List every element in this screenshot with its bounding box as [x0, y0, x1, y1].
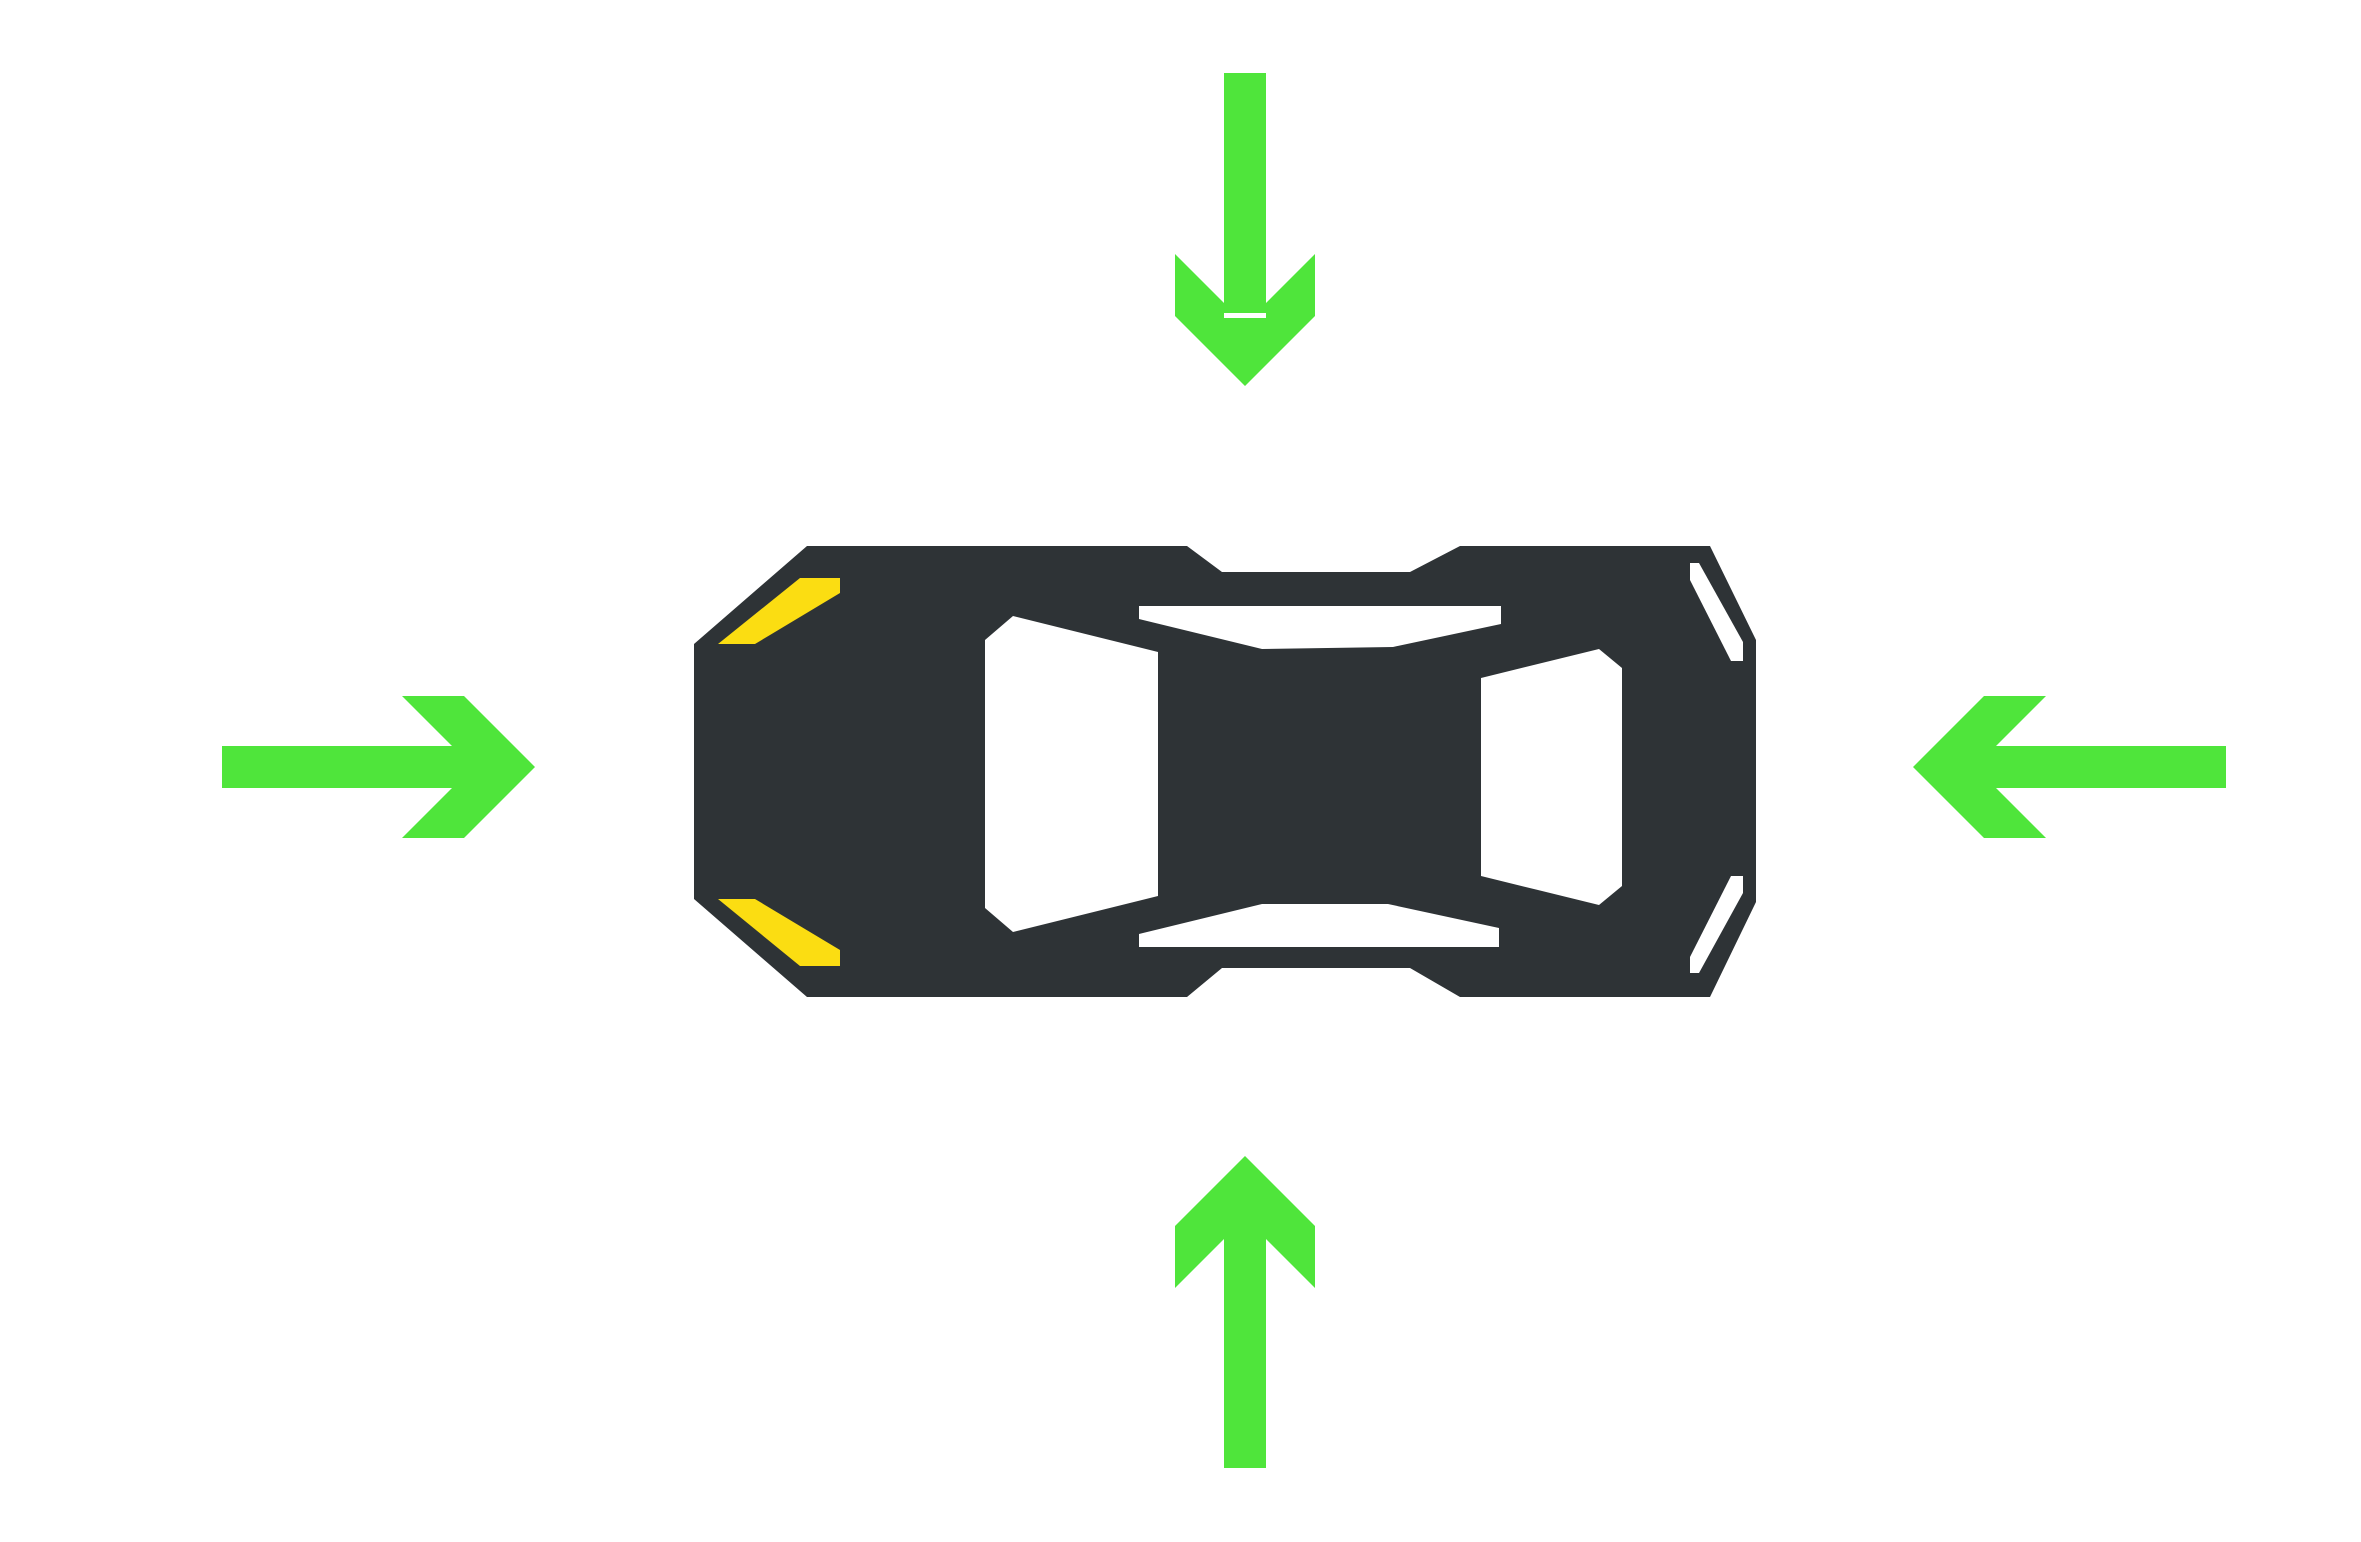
front-windshield [985, 616, 1158, 932]
arrow-down-icon [1175, 73, 1315, 386]
arrow-up-icon [1175, 1156, 1315, 1468]
taillight-top [1690, 563, 1743, 661]
car-top-view-icon [694, 546, 1756, 997]
side-window-top [1139, 606, 1501, 649]
rear-window [1481, 649, 1622, 905]
car-body [694, 546, 1756, 997]
side-window-bottom [1139, 904, 1499, 947]
headlight-bottom [718, 899, 840, 966]
taillight-bottom [1690, 876, 1743, 973]
arrow-right-icon [222, 696, 535, 838]
headlight-top [718, 578, 840, 644]
arrow-left-icon [1913, 696, 2226, 838]
